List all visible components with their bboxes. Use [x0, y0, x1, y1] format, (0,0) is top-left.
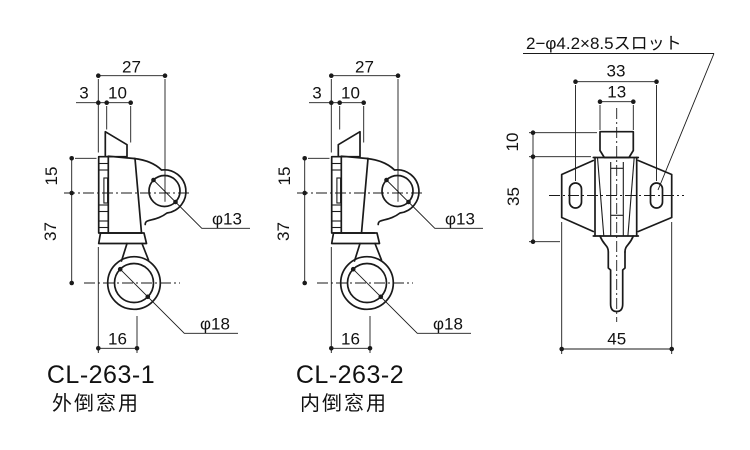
- latch-lever-face: [134, 157, 143, 234]
- dim-total-width-2: 27: [355, 58, 374, 77]
- dim-tab-width-1: 10: [108, 84, 127, 103]
- dim-ring-offset-1: 16: [108, 330, 127, 349]
- figure-cl-263-2: 27 3 10 15 37 16 φ13 φ18 CL-263-2 内倒窓用: [274, 58, 484, 415]
- slot-annotation: 2−φ4.2×8.5スロット: [526, 34, 682, 53]
- dim-hole-small-2: φ13: [445, 210, 475, 229]
- dim-lower-height-2: 37: [274, 222, 293, 241]
- dim-total-width-1: 27: [122, 58, 141, 77]
- striker-rod: [607, 251, 626, 313]
- dim-ring-offset-2: 16: [341, 330, 360, 349]
- dim-hole-small-1: φ13: [212, 210, 242, 229]
- centerlines: [549, 108, 684, 322]
- dimension-lines: [523, 53, 715, 354]
- latch-lever-face: [360, 157, 369, 234]
- dim-cap-height: 10: [503, 133, 522, 152]
- dim-slot-pitch: 33: [607, 62, 626, 81]
- striker-right-wing: [637, 159, 673, 233]
- dim-stem-width: 13: [607, 83, 626, 102]
- striker-slot-left: [568, 182, 583, 209]
- dimension-dots: [530, 79, 674, 352]
- dim-tab-width-2: 10: [341, 84, 360, 103]
- striker-left-wing: [560, 159, 595, 233]
- latch-tab-outward: [104, 130, 128, 158]
- dim-lower-height-1: 37: [41, 222, 60, 241]
- latch-tab-inward: [337, 130, 361, 158]
- dim-plate-offset-1: 3: [79, 84, 88, 103]
- figure-striker: 2−φ4.2×8.5スロット 33 13 10 35 45: [503, 34, 715, 354]
- part-model-2: CL-263-2: [296, 361, 404, 389]
- dim-plate-offset-2: 3: [312, 84, 321, 103]
- striker-part-outline: [560, 130, 673, 313]
- striker-slot-right: [649, 182, 664, 209]
- part-usage-2: 内倒窓用: [300, 392, 388, 415]
- dim-upper-height-1: 15: [42, 167, 61, 186]
- dim-body-height: 35: [504, 187, 523, 206]
- part-usage-1: 外倒窓用: [52, 392, 140, 415]
- dim-striker-total-width: 45: [607, 330, 626, 349]
- figure-cl-263-1: 27 3 10 15 37 16 φ13 φ18 CL-263-1 外倒窓用: [41, 58, 251, 415]
- dim-hole-large-2: φ18: [433, 315, 463, 334]
- dim-hole-large-1: φ18: [200, 315, 230, 334]
- part-model-1: CL-263-1: [47, 361, 155, 389]
- dim-upper-height-2: 15: [275, 167, 294, 186]
